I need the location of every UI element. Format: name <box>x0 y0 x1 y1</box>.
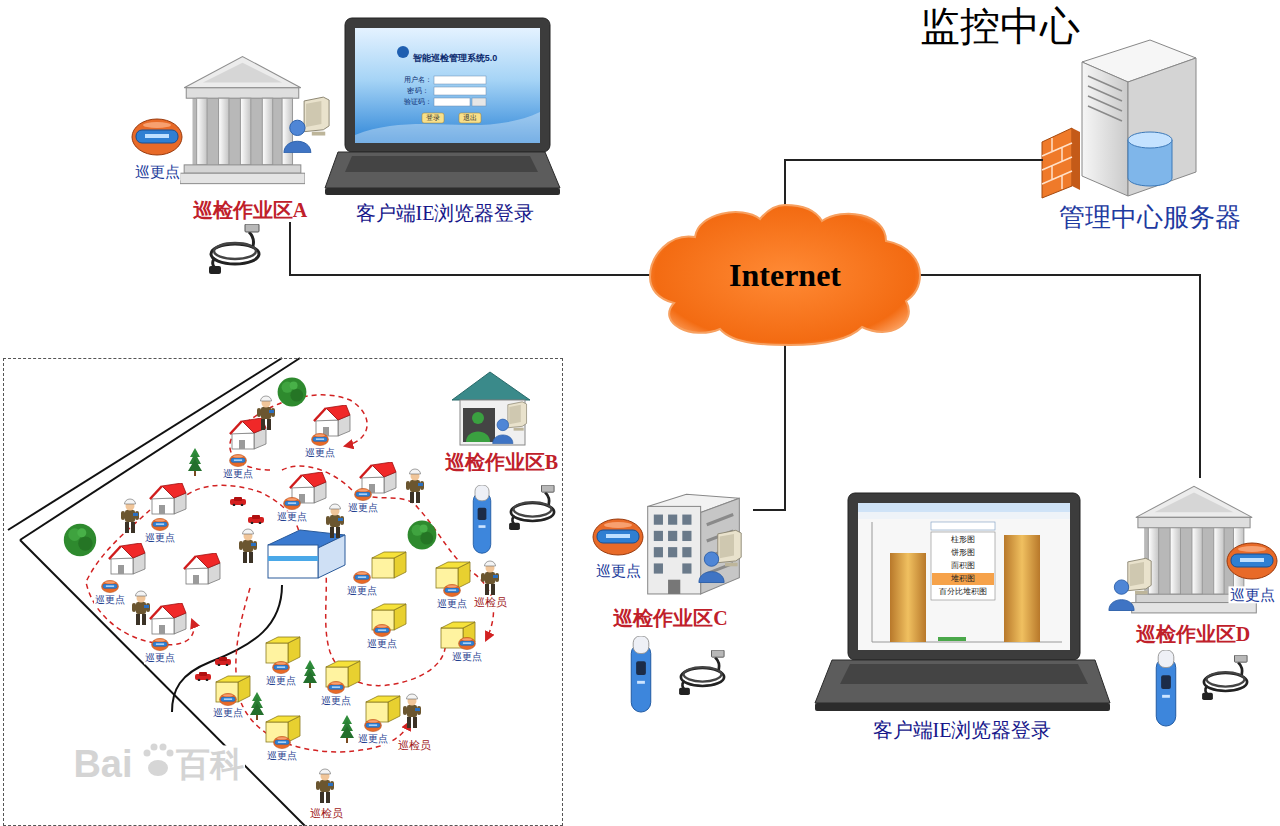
patrol-point-label: 巡更点 <box>346 585 378 597</box>
patrol-point-label: 巡更点 <box>451 651 483 663</box>
screen-field: 验证码： <box>403 98 433 106</box>
patrol-point-label: 巡更点 <box>320 695 352 707</box>
patrol-point-label: 巡更点 <box>144 532 176 544</box>
inspector-label: 巡检员 <box>309 807 344 820</box>
patrol-point-label: 巡更点 <box>436 598 468 610</box>
laptop-chart <box>815 493 1110 711</box>
node-label: 巡检作业区A <box>193 199 307 222</box>
network-link <box>753 345 785 510</box>
node-label: 管理中心服务器 <box>1059 203 1241 233</box>
patrol-point-label: 巡更点 <box>347 502 379 514</box>
inspector-label: 巡检员 <box>397 739 432 752</box>
patrol-point-label: 巡更点 <box>144 652 176 664</box>
patrol-map <box>8 358 554 826</box>
screen-button: 退出 <box>462 114 478 122</box>
node-label-block: Internet <box>729 257 841 294</box>
zone-building: 巡检作业区A <box>165 40 335 222</box>
chart-menu-item: 堆积图 <box>950 574 976 583</box>
laptop-caption: 客户端IE浏览器登录 <box>872 719 1053 742</box>
zone-d-illustration <box>1109 486 1277 726</box>
patrol-point-label: 巡更点 <box>366 638 398 650</box>
screen-title: 智能巡检管理系统5.0 <box>412 53 499 63</box>
patrol-point-label: 巡更点 <box>357 733 389 745</box>
node-label-block: 巡检作业区B <box>445 451 558 474</box>
server-illustration <box>1035 40 1196 198</box>
watermark-paw <box>144 744 174 777</box>
watermark: Bai <box>72 743 133 787</box>
patrol-point-label: 巡更点 <box>266 750 298 762</box>
patrol-point-label: 巡更点 <box>212 707 244 719</box>
laptop-login <box>325 18 560 195</box>
patrol-point-label: 巡更点 <box>134 163 181 180</box>
network-link <box>290 222 650 275</box>
watermark: 百科 <box>175 745 245 784</box>
patrol-point-label: 巡更点 <box>1229 586 1276 603</box>
chart-menu-item: 柱形图 <box>950 535 976 544</box>
zone-b-office <box>452 372 530 445</box>
zone-building: 巡检作业区C <box>588 482 753 630</box>
zone-c-illustration <box>593 494 741 712</box>
internet-cloud: Internet <box>650 205 920 345</box>
chart-menu-item: 面积图 <box>950 561 976 570</box>
node-label-block: 巡检作业区C <box>613 607 727 630</box>
zone-building: 巡检作业区D <box>1108 478 1278 646</box>
patrol-point-label: 巡更点 <box>304 447 336 459</box>
chart-menu-item: 百分比堆积图 <box>938 587 988 596</box>
zone-a-illustration <box>132 57 329 274</box>
network-link <box>920 275 1200 478</box>
network-link <box>785 160 1035 205</box>
laptop-caption: 客户端IE浏览器登录 <box>355 202 536 225</box>
chart-menu-item: 饼形图 <box>950 548 976 557</box>
patrol-point-label: 巡更点 <box>265 675 297 687</box>
cloud-outline <box>650 205 920 345</box>
node-label: Internet <box>729 257 841 294</box>
screen-field: 用户名： <box>403 76 433 84</box>
server-group: 管理中心服务器 <box>1035 58 1265 233</box>
node-label: 巡检作业区C <box>613 607 727 630</box>
node-label-block: 巡检作业区A <box>193 199 307 222</box>
patrol-point-label: 巡更点 <box>222 468 254 480</box>
heading: 监控中心 <box>920 4 1080 50</box>
node-label: 巡检作业区B <box>445 451 558 474</box>
patrol-point-label: 巡更点 <box>94 594 126 606</box>
node-label-block: 管理中心服务器 <box>1059 203 1241 233</box>
node-label: 巡检作业区D <box>1136 623 1250 646</box>
inspector-label: 巡检员 <box>473 596 508 609</box>
screen-button: 登录 <box>425 114 441 122</box>
screen-field: 密 码： <box>406 87 431 95</box>
node-label-block: 巡检作业区D <box>1136 623 1250 646</box>
patrol-point-label: 巡更点 <box>276 511 308 523</box>
patrol-point-label: 巡更点 <box>595 562 642 579</box>
